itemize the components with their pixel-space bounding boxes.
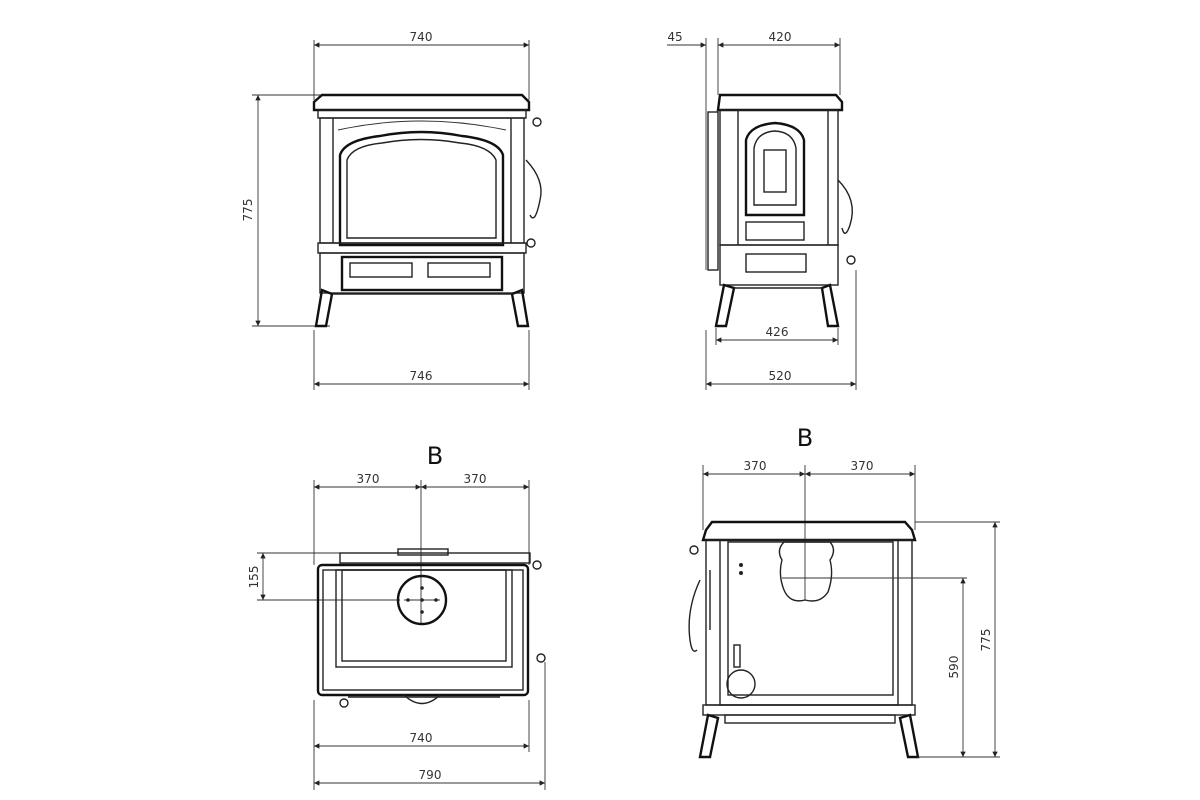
top-flue-offset-label: 155 xyxy=(247,566,261,589)
rear-view: B 370 370 590 775 xyxy=(688,424,1000,759)
top-right-half-label: 370 xyxy=(464,472,487,486)
rear-height-label: 775 xyxy=(979,629,993,652)
rear-left-half-label: 370 xyxy=(744,459,767,473)
flue-outlet xyxy=(778,541,835,602)
side-leg-depth-label: 426 xyxy=(766,325,789,339)
knob-icon xyxy=(532,560,542,570)
section-label-b: B xyxy=(797,424,813,452)
front-top-width-label: 740 xyxy=(410,30,433,44)
knob-icon xyxy=(846,255,856,265)
side-top-depth-label: 420 xyxy=(769,30,792,44)
knob-icon xyxy=(689,545,699,555)
side-door-offset-label: 45 xyxy=(667,30,682,44)
section-label-b: B xyxy=(427,442,443,470)
knob-icon xyxy=(532,117,542,127)
side-total-depth-label: 520 xyxy=(769,369,792,383)
top-view: B 370 370 155 740 790 xyxy=(247,442,546,790)
knob-icon xyxy=(339,698,349,708)
knob-icon xyxy=(526,238,536,248)
rear-flue-height-label: 590 xyxy=(947,656,961,679)
side-view: 45 420 426 520 xyxy=(667,30,857,390)
front-view: 740 775 746 xyxy=(241,30,542,390)
front-height-label: 775 xyxy=(241,199,255,222)
front-base-width-label: 746 xyxy=(410,369,433,383)
flue-outlet xyxy=(396,574,448,626)
knob-icon xyxy=(536,653,546,663)
top-body-width-label: 740 xyxy=(410,731,433,745)
top-left-half-label: 370 xyxy=(357,472,380,486)
rear-right-half-label: 370 xyxy=(851,459,874,473)
top-total-width-label: 790 xyxy=(419,768,442,782)
